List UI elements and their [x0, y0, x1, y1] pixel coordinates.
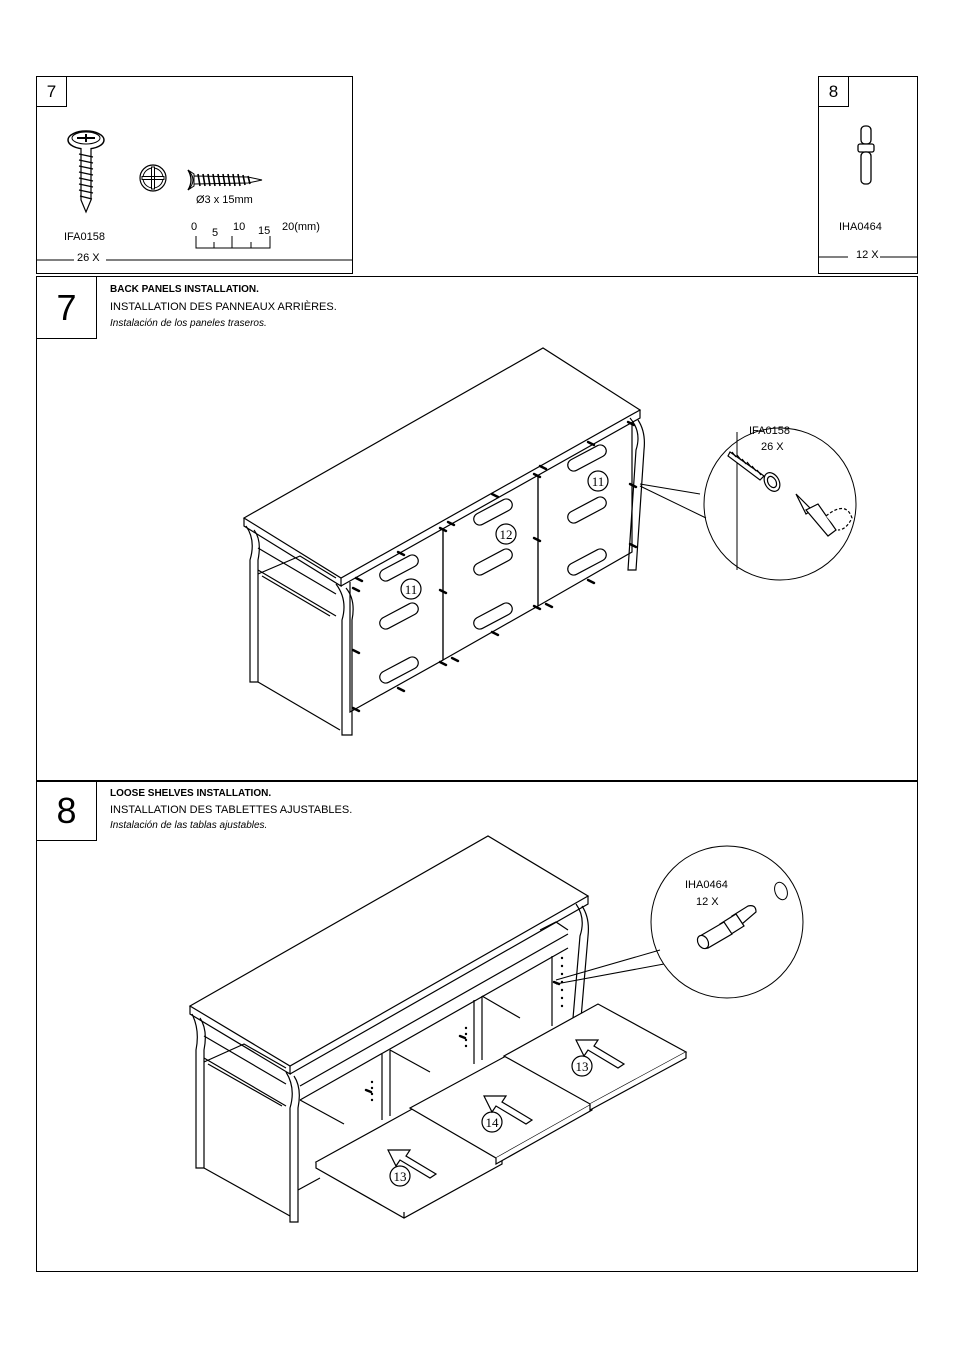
- scale-tick-10: 10: [233, 221, 246, 233]
- step-8-panel: 8: [36, 780, 918, 1272]
- parts-box-dowel: 8: [818, 76, 918, 274]
- part-label-13-right: 13: [576, 1059, 589, 1074]
- callout-dowel-qty: 12 X: [696, 896, 719, 908]
- cabinet-shelves-illustration: 13 14 13: [188, 835, 688, 1223]
- step-7-panel: 7: [36, 276, 918, 782]
- dowel-icon: [857, 125, 875, 185]
- callout-screw-qty: 26 X: [761, 441, 784, 453]
- screw-dimension: Ø3 x 15mm: [196, 194, 253, 206]
- part-label-12: 12: [500, 527, 513, 542]
- screw-quantity: 26 X: [77, 252, 100, 264]
- parts-box-number: 8: [819, 77, 849, 107]
- cabinet-back-illustration: 11 12 11: [242, 347, 645, 736]
- screw-code: IFA0158: [64, 231, 105, 243]
- part-label-14: 14: [486, 1115, 500, 1130]
- callout-dowel-code: IHA0464: [685, 879, 728, 891]
- step-title-en: LOOSE SHELVES INSTALLATION.: [110, 788, 272, 799]
- step-number: 7: [37, 277, 97, 339]
- mm-scale-icon: [195, 236, 271, 249]
- part-label-11-right: 11: [592, 474, 605, 489]
- step-title-fr: INSTALLATION DES PANNEAUX ARRIÈRES.: [110, 301, 337, 313]
- scale-tick-5: 5: [212, 227, 219, 239]
- svg-text:11: 11: [405, 582, 418, 597]
- divider: [36, 259, 353, 261]
- scale-tick-0: 0: [191, 221, 198, 233]
- screw-side-icon: [187, 169, 263, 191]
- screw-detail-callout: [639, 427, 857, 581]
- step-title-en: BACK PANELS INSTALLATION.: [110, 284, 259, 295]
- part-label-11-left: 11: [405, 582, 418, 597]
- scale-tick-15: 15: [258, 225, 271, 237]
- step-title-fr: INSTALLATION DES TABLETTES AJUSTABLES.: [110, 804, 353, 816]
- step-number: 8: [37, 781, 97, 841]
- callout-screw-code: IFA0158: [749, 425, 790, 437]
- phillips-head-icon: [139, 164, 167, 192]
- part-label-13-left: 13: [394, 1169, 407, 1184]
- parts-box-screw: 7: [36, 76, 353, 274]
- parts-box-number: 7: [37, 77, 67, 107]
- step-title-es: Instalación de las tablas ajustables.: [110, 820, 268, 831]
- dowel-quantity: 12 X: [856, 249, 879, 261]
- screw-icon: [67, 130, 105, 214]
- step-title-es: Instalación de los paneles traseros.: [110, 318, 267, 329]
- divider: [818, 256, 918, 258]
- scale-end-label: 20(mm): [282, 221, 320, 233]
- dowel-detail-callout: [555, 845, 804, 999]
- dowel-code: IHA0464: [839, 221, 882, 233]
